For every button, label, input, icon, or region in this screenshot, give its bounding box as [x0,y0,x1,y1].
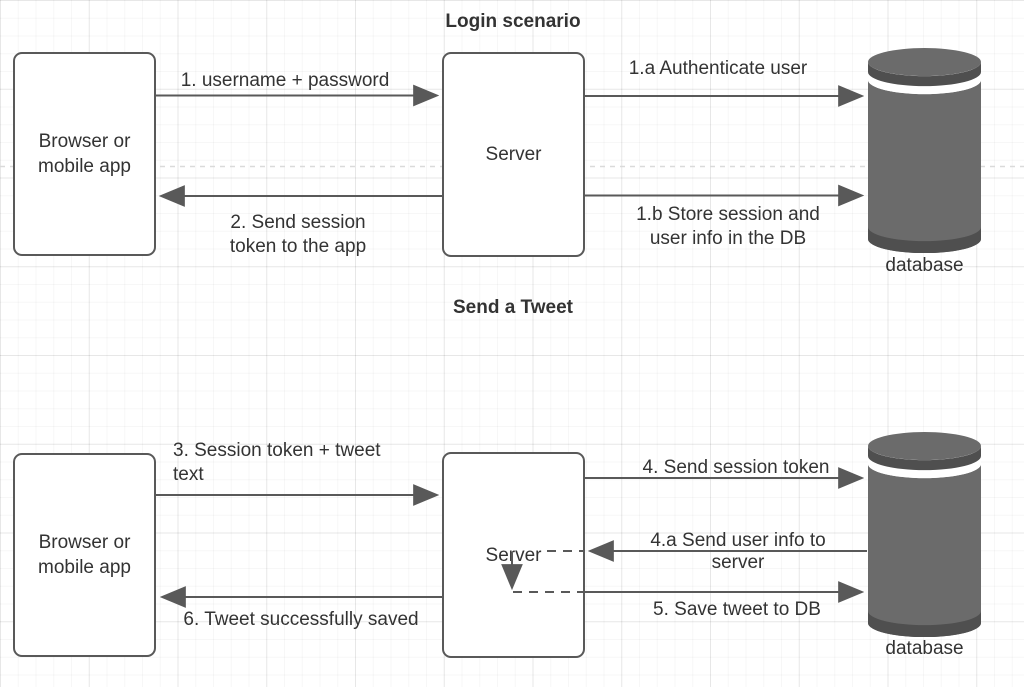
tweet-client-label-line2: mobile app [38,557,131,578]
tweet-msg-5-text: 5. Save tweet to DB [653,599,821,620]
login-database-icon [868,48,981,253]
tweet-client-label-line1: Browser or [38,532,131,553]
tweet-server-node: Server [442,452,585,658]
login-msg-1b-line1: 1.b Store session and [636,204,820,225]
tweet-msg-3: 3. Session token + tweet text [173,439,413,487]
login-msg-1: 1. username + password [165,69,405,93]
login-msg-1b-line2: user info in the DB [649,228,807,249]
login-scenario-title: Login scenario [445,11,581,32]
login-msg-2-line1: 2. Send session [230,212,366,233]
login-msg-1b: 1.b Store session and user info in the D… [628,203,828,251]
cylinder-white-band [868,72,981,95]
cylinder-body [868,464,981,637]
login-server-node: Server [442,52,585,257]
login-msg-1-text: 1. username + password [180,70,390,91]
tweet-msg-6: 6. Tweet successfully saved [181,608,421,632]
tweet-msg-3-line2: text [173,464,204,485]
tweet-msg-4a-line2: server [711,552,765,573]
cylinder-cap [868,48,981,76]
tweet-msg-6-text: 6. Tweet successfully saved [183,609,419,630]
login-database-label: database [885,255,964,276]
login-client-label-line2: mobile app [38,156,131,177]
login-server-label: Server [485,144,542,165]
send-a-tweet-title: Send a Tweet [452,297,573,318]
tweet-database-icon [868,432,981,637]
tweet-database-label: database [885,638,964,659]
login-client-node: Browser or mobile app [13,52,156,256]
login-msg-1a-text: 1.a Authenticate user [628,58,808,79]
tweet-msg-4: 4. Send session token [636,456,836,480]
tweet-msg-4a-line1: 4.a Send user info to [650,530,826,551]
tweet-client-node: Browser or mobile app [13,453,156,657]
cylinder-bottom-rim [868,227,981,253]
tweet-msg-4-text: 4. Send session token [642,457,830,478]
login-msg-1a: 1.a Authenticate user [618,57,818,81]
login-msg-2: 2. Send session token to the app [198,211,398,259]
tweet-server-label: Server [485,544,542,566]
cylinder-body [868,80,981,253]
tweet-msg-4a: 4.a Send user info to server [638,530,838,574]
cylinder-cap-rim [868,62,981,87]
tweet-msg-3-line1: 3. Session token + tweet [173,440,381,461]
cylinder-bottom-rim [868,611,981,637]
login-msg-2-line2: token to the app [229,236,367,257]
cylinder-white-band [868,456,981,479]
cylinder-cap [868,432,981,460]
cylinder-cap-rim [868,446,981,471]
login-client-label-line1: Browser or [38,131,131,152]
tweet-msg-5: 5. Save tweet to DB [637,598,837,622]
